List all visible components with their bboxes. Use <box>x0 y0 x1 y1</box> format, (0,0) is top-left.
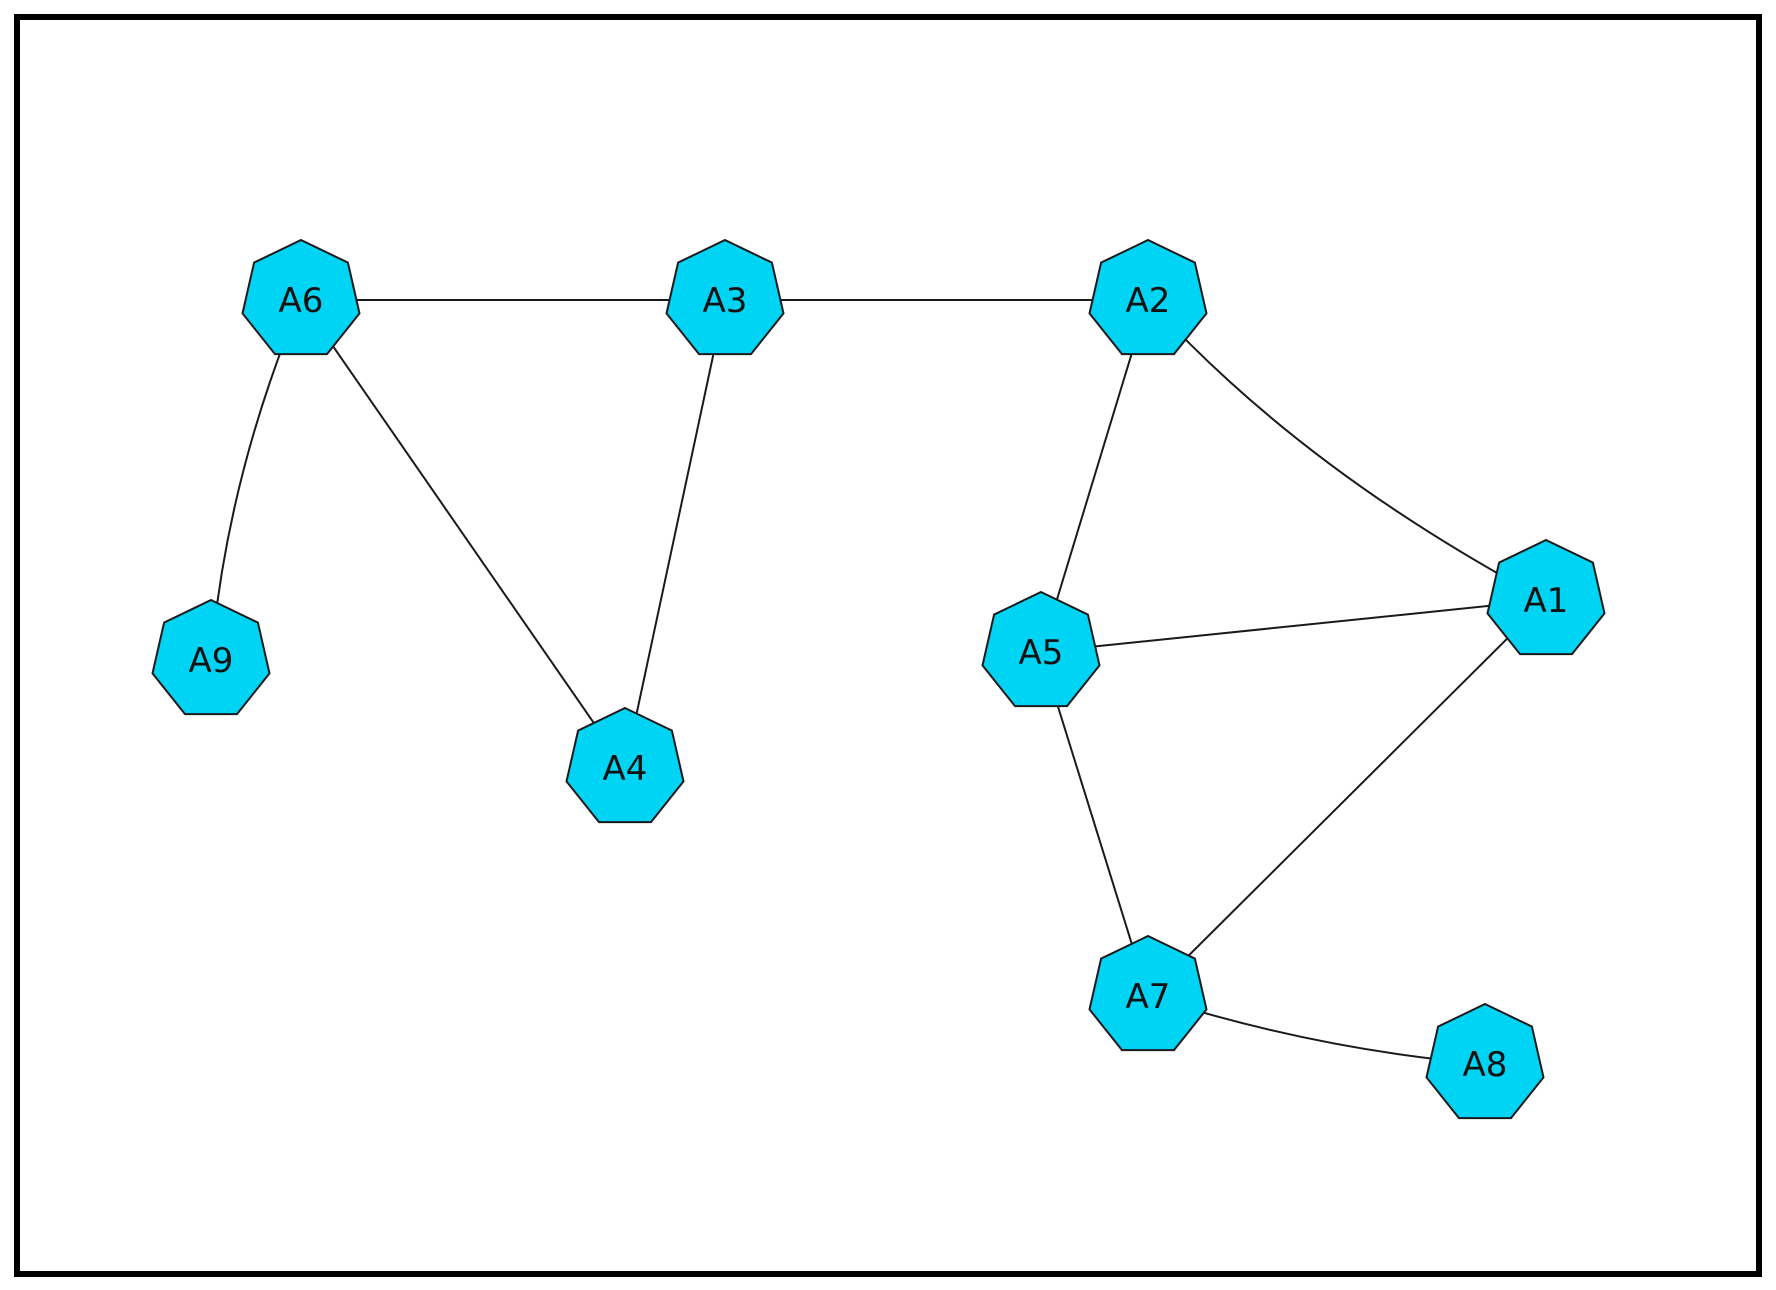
edge-a5-a1 <box>1040 599 1547 653</box>
node-shape-a6 <box>241 238 361 356</box>
node-a3: A3 <box>665 238 785 356</box>
node-a8: A8 <box>1425 1002 1545 1120</box>
edge-a1-a7 <box>1147 599 1547 997</box>
node-shape-a7 <box>1088 934 1208 1052</box>
node-shape-a2 <box>1088 238 1208 356</box>
node-shape-a3 <box>665 238 785 356</box>
node-shape-a1 <box>1486 538 1606 656</box>
node-label-a4: A4 <box>603 749 648 789</box>
node-a7: A7 <box>1088 934 1208 1052</box>
node-a9: A9 <box>151 598 271 716</box>
node-a5: A5 <box>981 590 1101 708</box>
node-label-a6: A6 <box>279 281 324 321</box>
node-a4: A4 <box>565 706 685 824</box>
node-shape-a9 <box>151 598 271 716</box>
node-shape-a4 <box>565 706 685 824</box>
node-a1: A1 <box>1486 538 1606 656</box>
edge-a2-a1 <box>1147 299 1547 601</box>
node-shape-a8 <box>1425 1002 1545 1120</box>
edge-a3-a4 <box>624 299 726 769</box>
node-label-a2: A2 <box>1126 281 1171 321</box>
edge-a2-a5 <box>1040 299 1149 653</box>
node-a2: A2 <box>1088 238 1208 356</box>
node-label-a7: A7 <box>1126 977 1171 1017</box>
node-label-a1: A1 <box>1524 581 1569 621</box>
node-label-a8: A8 <box>1463 1045 1508 1085</box>
node-label-a3: A3 <box>703 281 748 321</box>
node-shape-a5 <box>981 590 1101 708</box>
node-a6: A6 <box>241 238 361 356</box>
edge-a5-a7 <box>1040 651 1149 997</box>
edges-layer <box>210 299 1547 1065</box>
node-label-a5: A5 <box>1019 633 1064 673</box>
edge-a6-a4 <box>300 299 626 769</box>
node-label-a9: A9 <box>189 641 234 681</box>
